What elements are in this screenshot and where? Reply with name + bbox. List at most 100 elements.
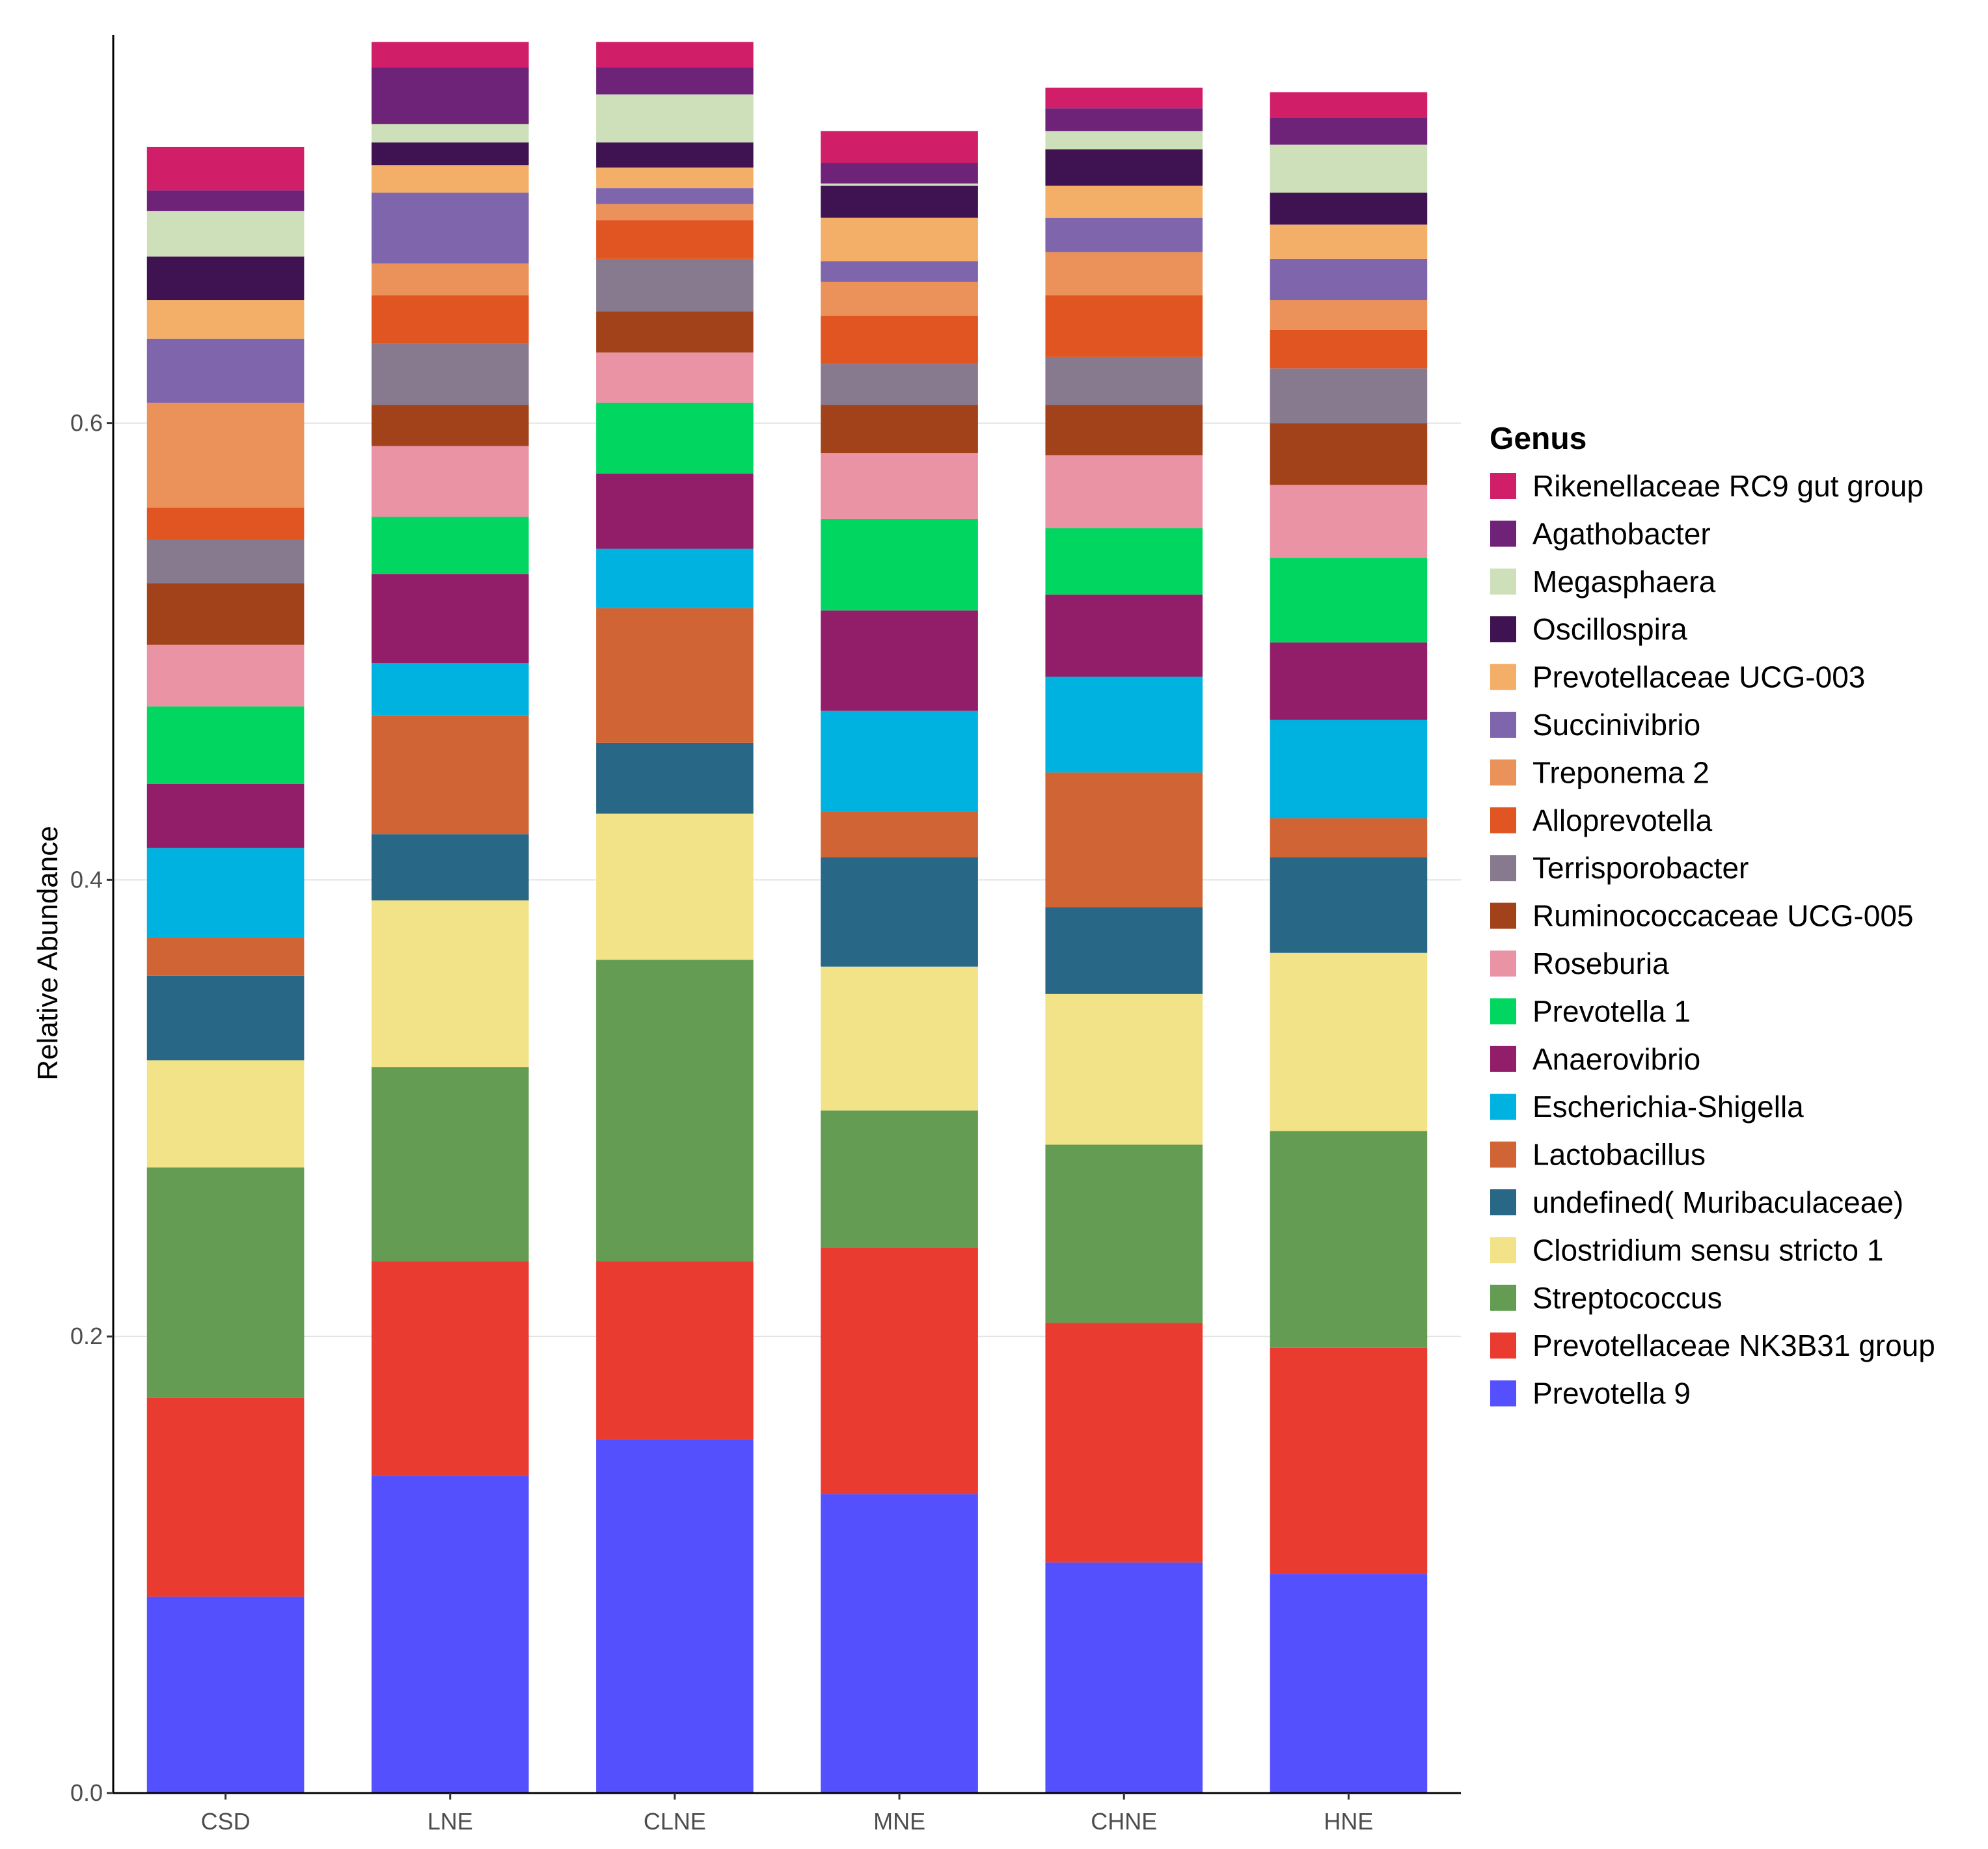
bar-segment	[596, 67, 754, 95]
bar-segment	[821, 163, 978, 184]
bar-segment	[1270, 720, 1428, 818]
bar-segment	[1045, 149, 1203, 186]
bar-segment	[1270, 1574, 1428, 1793]
bar-segment	[1045, 993, 1203, 1145]
bar-segment	[821, 185, 978, 218]
legend-item: Roseburia	[1490, 947, 1669, 980]
bar-segment	[1045, 405, 1203, 455]
legend-label: Roseburia	[1532, 947, 1669, 980]
bar-stack-chne	[1045, 87, 1203, 1793]
bar-segment	[371, 142, 529, 166]
bar-segment	[146, 338, 305, 403]
bar-segment	[821, 811, 978, 857]
legend-key	[1490, 1189, 1516, 1215]
legend-key	[1490, 855, 1516, 882]
bar-segment	[371, 663, 529, 716]
bar-stack-clne	[596, 42, 754, 1793]
legend-item: Ruminococcaceae UCG-005	[1490, 899, 1914, 933]
legend-label: Prevotella 1	[1532, 994, 1691, 1028]
bar-segment	[821, 405, 978, 453]
bar-segment	[821, 519, 978, 611]
bar-segment	[146, 190, 305, 211]
bar-segment	[1270, 642, 1428, 720]
legend-label: Prevotella 9	[1532, 1377, 1691, 1410]
axes	[112, 35, 1461, 1794]
bar-segment	[146, 539, 305, 584]
legend-label: Lactobacillus	[1532, 1138, 1706, 1172]
y-tick-label: 0.0	[70, 1779, 103, 1806]
bar-segment	[371, 165, 529, 193]
legend-key	[1490, 1237, 1516, 1263]
bar-segment	[1270, 485, 1428, 558]
bar-segment	[371, 517, 529, 574]
bar-segment	[371, 124, 529, 142]
bar-segment	[146, 848, 305, 938]
x-tick-label: HNE	[1324, 1808, 1373, 1835]
bar-stack-mne	[821, 131, 978, 1793]
bar-segment	[1045, 677, 1203, 773]
bar-segment	[821, 261, 978, 282]
bar-segment	[146, 975, 305, 1060]
bar-segment	[1270, 1131, 1428, 1348]
bar-segment	[146, 706, 305, 784]
bar-segment	[1270, 423, 1428, 485]
bar-segment	[1270, 258, 1428, 301]
legend-key	[1490, 998, 1516, 1025]
bar-segment	[821, 281, 978, 316]
legend-item: Clostridium sensu stricto 1	[1490, 1233, 1883, 1267]
legend-key	[1490, 1141, 1516, 1168]
bar-segment	[371, 295, 529, 344]
legend-label: Ruminococcaceae UCG-005	[1532, 899, 1914, 933]
bar-segment	[146, 507, 305, 540]
bar-segment	[371, 263, 529, 296]
legend-key	[1490, 1046, 1516, 1072]
bar-segment	[1045, 772, 1203, 908]
legend-item: Prevotellaceae NK3B31 group	[1490, 1329, 1935, 1362]
bar-segment	[146, 211, 305, 257]
bar-segment	[371, 1261, 529, 1476]
legend-label: Prevotellaceae NK3B31 group	[1532, 1329, 1935, 1362]
bar-segment	[1270, 558, 1428, 643]
bar-segment	[1270, 300, 1428, 330]
bar-segment	[821, 131, 978, 163]
bar-segment	[371, 193, 529, 263]
bar-segment	[1270, 329, 1428, 369]
bar-segment	[1045, 131, 1203, 150]
legend-item: Treponema 2	[1490, 755, 1709, 789]
legend-label: Streptococcus	[1532, 1281, 1722, 1315]
bar-segment	[371, 1067, 529, 1262]
bar-segment	[596, 94, 754, 142]
bar-segment	[596, 1439, 754, 1793]
legend-item: Anaerovibrio	[1490, 1042, 1700, 1076]
x-tick-label: LNE	[428, 1808, 473, 1835]
gridlines	[113, 422, 1461, 1338]
legend-label: Treponema 2	[1532, 755, 1709, 789]
bar-segment	[1045, 87, 1203, 109]
bar-segment	[1270, 368, 1428, 424]
bar-segment	[821, 453, 978, 519]
bar-segment	[371, 1476, 529, 1793]
legend-label: Succinivibrio	[1532, 708, 1700, 742]
bar-segment	[1045, 1562, 1203, 1793]
legend-item: Alloprevotella	[1490, 803, 1713, 837]
legend-key	[1490, 1284, 1516, 1311]
bar-segment	[146, 1060, 305, 1168]
y-axis-title: Relative Abundance	[32, 826, 64, 1080]
legend-item: Rikenellaceae RC9 gut group	[1490, 469, 1924, 503]
legend-key	[1490, 951, 1516, 977]
legend-key	[1490, 807, 1516, 833]
legend-label: Anaerovibrio	[1532, 1042, 1700, 1076]
bar-segment	[371, 574, 529, 663]
legend-key	[1490, 616, 1516, 643]
bar-segment	[821, 1110, 978, 1248]
legend-item: Prevotella 9	[1490, 1377, 1691, 1410]
bar-segment	[1270, 224, 1428, 259]
bar-segment	[1045, 1144, 1203, 1323]
legend-item: Agathobacter	[1490, 517, 1711, 550]
bar-segment	[821, 1494, 978, 1793]
bar-segment	[596, 167, 754, 189]
bar-stack-lne	[371, 42, 529, 1793]
bar-segment	[596, 258, 754, 312]
legend-key	[1490, 1332, 1516, 1359]
